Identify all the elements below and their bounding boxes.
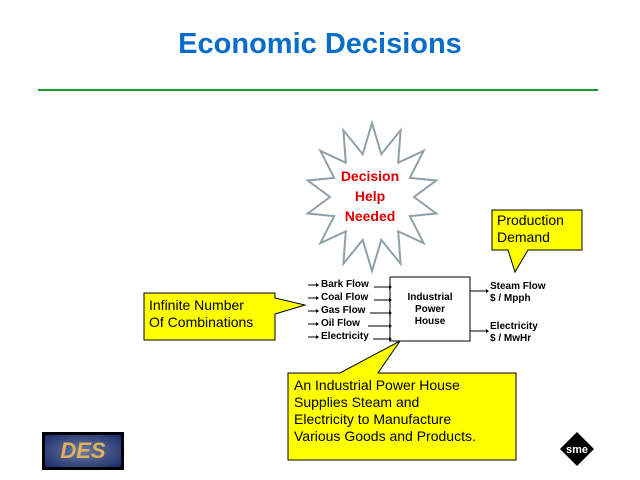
callout-line: Infinite Number <box>149 297 244 313</box>
callout-powerhouse-shape <box>287 340 517 461</box>
output-electricity: Electricity $ / MwHr <box>490 321 538 345</box>
starburst-line: Decision <box>340 168 400 184</box>
title-divider <box>38 89 598 91</box>
input-oil-flow: Oil Flow <box>321 318 360 329</box>
starburst-line: Needed <box>344 208 396 224</box>
des-logo: DES <box>42 432 124 470</box>
callout-line: Various Goods and Products. <box>294 428 476 444</box>
input-bark-flow: Bark Flow <box>321 279 369 290</box>
box-line: Industrial <box>407 292 453 303</box>
input-arrows <box>308 284 486 340</box>
output-name: Steam Flow <box>490 281 546 292</box>
callout-production-shape <box>491 209 583 274</box>
arrow-heads <box>316 283 489 341</box>
callout-line: An Industrial Power House <box>294 377 460 393</box>
starburst-line: Help <box>354 188 386 204</box>
callout-line: Production <box>497 212 564 228</box>
starburst-text: Decision Help Needed <box>330 166 410 226</box>
callout-combinations-shape <box>143 292 307 341</box>
input-coal-flow: Coal Flow <box>321 292 369 303</box>
svg-text:sme: sme <box>566 444 588 456</box>
callout-line: Demand <box>497 229 550 245</box>
des-logo-text: DES <box>45 435 121 467</box>
callout-line: Of Combinations <box>149 314 254 330</box>
power-house-box <box>389 276 471 342</box>
output-unit: $ / MwHr <box>490 333 532 344</box>
input-gas-flow: Gas Flow <box>321 305 366 316</box>
input-electricity: Electricity <box>321 331 369 342</box>
callout-line: Electricity to Manufacture <box>294 411 452 427</box>
starburst-shape <box>305 119 439 275</box>
output-name: Electricity <box>490 321 538 332</box>
sme-logo: sme <box>560 432 594 466</box>
callout-powerhouse: An Industrial Power House Supplies Steam… <box>294 377 476 445</box>
box-line: Power <box>414 304 445 315</box>
output-unit: $ / Mpph <box>490 293 531 304</box>
callout-combinations: Infinite Number Of Combinations <box>149 297 253 331</box>
callout-production: Production Demand <box>497 212 564 246</box>
power-house-label: Industrial Power House <box>392 292 468 328</box>
callout-line: Supplies Steam and <box>294 394 420 410</box>
output-steam: Steam Flow $ / Mpph <box>490 281 546 305</box>
slide-title: Economic Decisions <box>178 28 462 60</box>
box-line: House <box>414 316 446 327</box>
